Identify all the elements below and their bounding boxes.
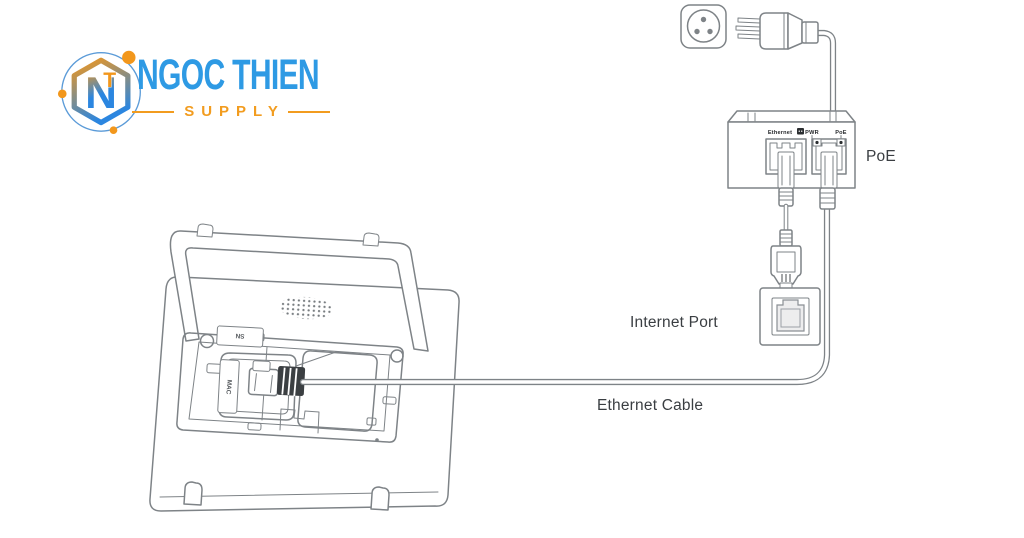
power-plug [735, 12, 819, 50]
brand-subtitle-row: SUPPLY [132, 103, 330, 120]
kickstand-tab-right [362, 232, 380, 247]
wall-outlet [680, 4, 727, 49]
sticker-mac: MAC [217, 359, 240, 414]
phone-rj45-plug [247, 360, 306, 397]
brand-name: NGOC THIEN [137, 51, 320, 99]
phone-foot-right [370, 486, 390, 511]
poe-port-plug [819, 151, 838, 210]
screw-hole-right [390, 349, 404, 363]
screw-hole-left [199, 333, 215, 349]
speaker-grille [279, 296, 333, 320]
outlet-hole-top [700, 16, 707, 23]
ethernet-patch-plug [770, 151, 802, 289]
logo-monogram-t: T [103, 69, 116, 92]
kickstand-tab-left [196, 223, 214, 238]
sticker-sn: SN [216, 325, 264, 348]
logo-monogram-n: N [85, 69, 117, 118]
svg-text:SN: SN [235, 332, 245, 339]
subtitle-line-right [287, 110, 330, 113]
poe-label: PoE [866, 148, 896, 165]
outlet-hole-right [707, 28, 713, 35]
subtitle-line-left [132, 110, 175, 113]
power-cord [814, 29, 837, 116]
logo-orbit-dot-2 [57, 89, 67, 99]
connector-pocket [218, 352, 297, 421]
wall-jack [759, 287, 821, 346]
stand-mount-recess [297, 350, 378, 432]
ethernet-cable [299, 201, 831, 386]
phone-rear-panel [176, 332, 404, 443]
outlet-hole-left [694, 28, 700, 35]
svg-text:MAC: MAC [224, 379, 232, 395]
internet-port-label: Internet Port [630, 314, 718, 331]
phone-back: SN MAC [149, 223, 460, 512]
logo-orbit-dot-1 [122, 50, 136, 65]
logo-orbit-dot-3 [109, 126, 118, 135]
injector-label-ethernet: Ethernet [768, 130, 792, 136]
injector-label-poe: PoE [835, 130, 847, 136]
logo-text: NGOC THIEN SUPPLY [132, 51, 397, 120]
network-icon [797, 128, 804, 135]
phone-kickstand [169, 230, 429, 352]
ethernet-cable-label: Ethernet Cable [597, 397, 703, 414]
phone-foot-left [183, 481, 203, 506]
logo: N T NGOC THIEN SUPPLY [57, 44, 387, 144]
brand-subtitle: SUPPLY [184, 103, 285, 120]
logo-icon: N T [57, 50, 141, 135]
wall-jack-socket [776, 299, 805, 332]
logo-hexagon [71, 57, 131, 126]
injector-label-pwr: PWR [805, 130, 819, 136]
